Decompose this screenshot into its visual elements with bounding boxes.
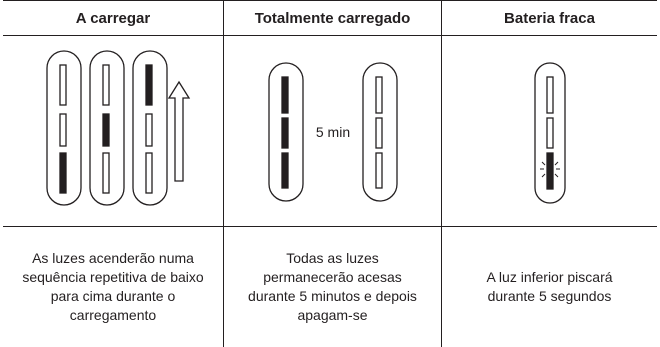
description-text: Todas as luzes permanecerão acesas duran… (248, 250, 417, 323)
battery-indicator-icon (89, 50, 125, 206)
column-divider (441, 0, 442, 347)
description-text: A luz inferior piscará durante 5 segundo… (486, 269, 613, 304)
battery-indicator-icon (534, 62, 566, 204)
header-divider (3, 35, 657, 36)
battery-indicator-icon (268, 62, 304, 202)
header-low-battery: Bateria fraca (504, 9, 595, 27)
blink-icon (540, 161, 560, 178)
table-top-border (3, 0, 657, 1)
column-divider (223, 0, 224, 347)
low-battery-illustration (442, 36, 657, 226)
arrow-up-icon (167, 80, 191, 182)
duration-label: 5 min (316, 124, 350, 140)
battery-indicator-icon (362, 62, 398, 202)
battery-indicator-icon (46, 50, 82, 206)
description-charging: As luzes acenderão numa sequência repeti… (3, 227, 223, 347)
description-text: As luzes acenderão numa sequência repeti… (22, 250, 204, 323)
description-fully-charged: Todas as luzes permanecerão acesas duran… (224, 227, 441, 347)
fully-charged-illustration: 5 min (224, 36, 441, 226)
description-low-battery: A luz inferior piscará durante 5 segundo… (442, 227, 657, 347)
header-fully-charged: Totalmente carregado (254, 9, 411, 27)
battery-indicator-icon (132, 50, 168, 206)
image-row-divider (3, 226, 657, 227)
header-charging: A carregar (75, 9, 151, 27)
charging-illustration (3, 36, 223, 226)
